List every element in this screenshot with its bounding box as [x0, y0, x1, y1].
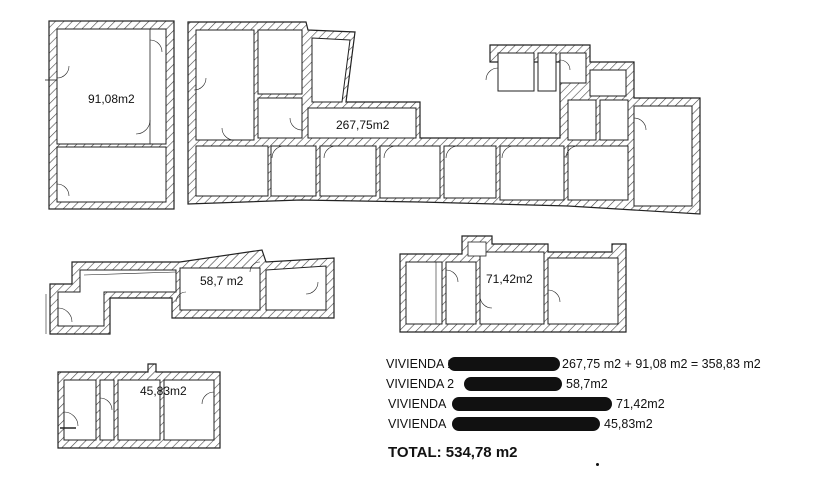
summary-row-1: VIVIENDA 1 267,75 m2 + 91,08 m2 = 358,83…: [386, 354, 826, 374]
summary-label-4: VIVIENDA: [388, 417, 447, 431]
summary-label-1: VIVIENDA 1: [386, 357, 455, 371]
summary-row-3: VIVIENDA 71,42m2: [386, 394, 826, 414]
plan-vivienda-4: 45,83m2: [57, 363, 221, 449]
summary-row-4: VIVIENDA 45,83m2: [386, 414, 826, 434]
summary-value-3: 71,42m2: [616, 397, 665, 411]
area-label-3: 71,42m2: [486, 272, 533, 286]
summary-value-2: 58,7m2: [566, 377, 608, 391]
stray-dot: [596, 463, 599, 466]
redaction-scribble: [448, 357, 560, 371]
redaction-scribble: [452, 417, 600, 431]
area-label-1b: 267,75m2: [336, 118, 390, 132]
area-label-2: 58,7 m2: [200, 274, 244, 288]
summary-label-2: VIVIENDA 2: [386, 377, 455, 391]
total-area: TOTAL: 534,78 m2: [388, 444, 518, 461]
summary-value-4: 45,83m2: [604, 417, 653, 431]
area-summary: VIVIENDA 1 267,75 m2 + 91,08 m2 = 358,83…: [386, 354, 826, 434]
area-label-1a: 91,08m2: [88, 92, 135, 106]
plan-vivienda-1b: 267,75m2: [187, 21, 701, 215]
plan-vivienda-2: 58,7 m2: [45, 249, 335, 335]
summary-value-1: 267,75 m2 + 91,08 m2 = 358,83 m2: [562, 357, 761, 371]
summary-label-3: VIVIENDA: [388, 397, 447, 411]
area-label-4: 45,83m2: [140, 384, 187, 398]
plan-vivienda-3: 71,42m2: [399, 235, 627, 333]
plan-vivienda-1a: 91,08m2: [45, 20, 175, 210]
redaction-scribble: [452, 397, 612, 411]
summary-row-2: VIVIENDA 2 58,7m2: [386, 374, 826, 394]
redaction-scribble: [464, 377, 562, 391]
